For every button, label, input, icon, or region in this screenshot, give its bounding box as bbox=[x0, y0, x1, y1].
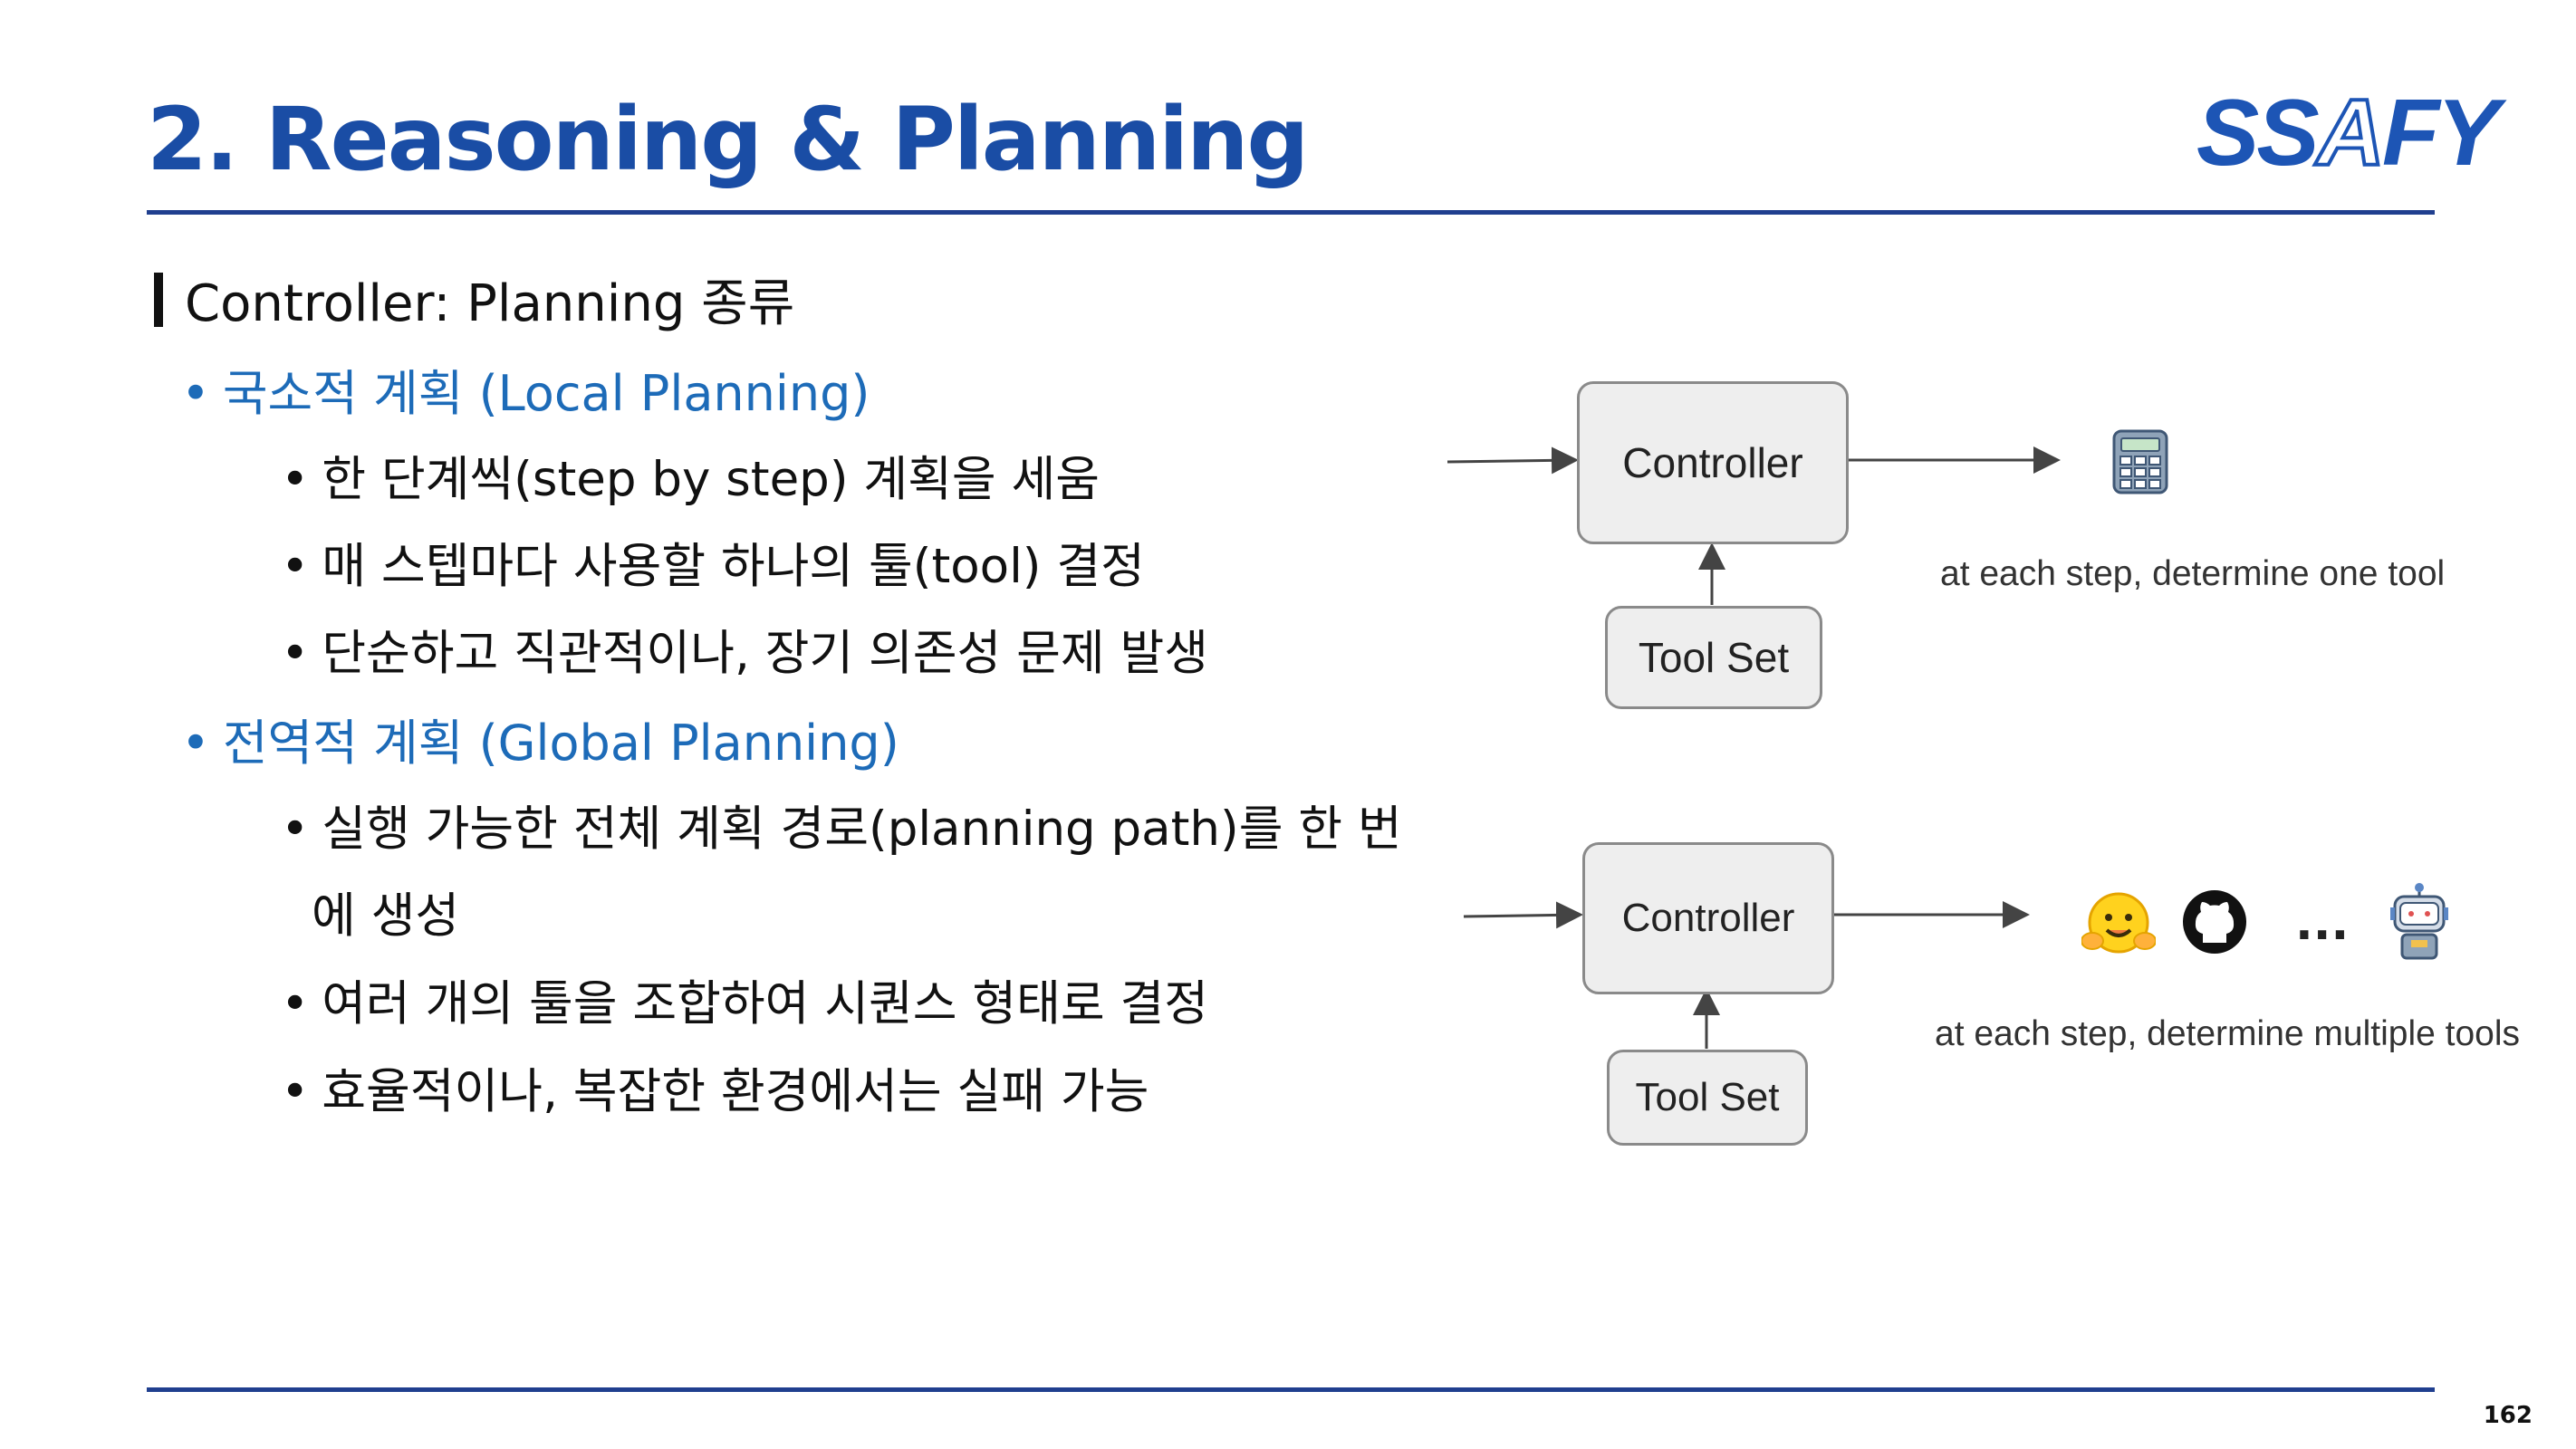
slide-title: 2. Reasoning & Planning bbox=[147, 89, 1309, 190]
global-item-2: •여러 개의 툴을 조합하여 시퀀스 형태로 결정 bbox=[281, 976, 1209, 1032]
logo-part-fy: FY bbox=[2381, 81, 2500, 186]
section-heading-text: Controller: Planning 종류 bbox=[185, 274, 795, 333]
local-item-2: •매 스텝마다 사용할 하나의 툴(tool) 결정 bbox=[281, 539, 1145, 594]
global-planning-heading: •전역적 계획 (Global Planning) bbox=[181, 715, 899, 772]
local-item-3: •단순하고 직관적이나, 장기 의존성 문제 발생 bbox=[281, 626, 1209, 681]
calculator-icon bbox=[2112, 429, 2168, 494]
top-toolset-box: Tool Set bbox=[1605, 606, 1822, 709]
bottom-toolset-box: Tool Set bbox=[1607, 1050, 1808, 1146]
global-item-1: •실행 가능한 전체 계획 경로(planning path)를 한 번 bbox=[281, 801, 1402, 857]
section-heading: Controller: Planning 종류 bbox=[154, 263, 794, 336]
bottom-input-arrow bbox=[1463, 901, 1583, 929]
global-item-3: •효율적이나, 복잡한 환경에서는 실패 가능 bbox=[281, 1064, 1149, 1119]
top-input-arrow bbox=[1447, 446, 1579, 475]
bottom-caption: at each step, determine multiple tools bbox=[1935, 1014, 2521, 1053]
ssafy-logo: SSAFY bbox=[2196, 79, 2500, 187]
page-number: 162 bbox=[2483, 1402, 2533, 1429]
top-caption: at each step, determine one tool bbox=[1940, 554, 2446, 593]
top-divider bbox=[147, 210, 2435, 215]
bottom-controller-box: Controller bbox=[1582, 842, 1834, 994]
robot-icon bbox=[2390, 883, 2448, 960]
logo-part-ss: SS bbox=[2196, 81, 2320, 186]
hugging-face-icon bbox=[2081, 892, 2156, 954]
top-controller-box: Controller bbox=[1577, 381, 1849, 544]
logo-part-a: A bbox=[2315, 79, 2387, 187]
section-bar bbox=[154, 272, 163, 327]
bottom-divider bbox=[147, 1387, 2435, 1392]
more-tools-ellipsis: ... bbox=[2295, 897, 2350, 951]
local-item-1: •한 단계씩(step by step) 계획을 세움 bbox=[281, 452, 1100, 507]
local-planning-heading: •국소적 계획 (Local Planning) bbox=[181, 365, 870, 422]
global-item-1-cont: 에 생성 bbox=[312, 888, 460, 944]
github-icon bbox=[2183, 890, 2246, 954]
